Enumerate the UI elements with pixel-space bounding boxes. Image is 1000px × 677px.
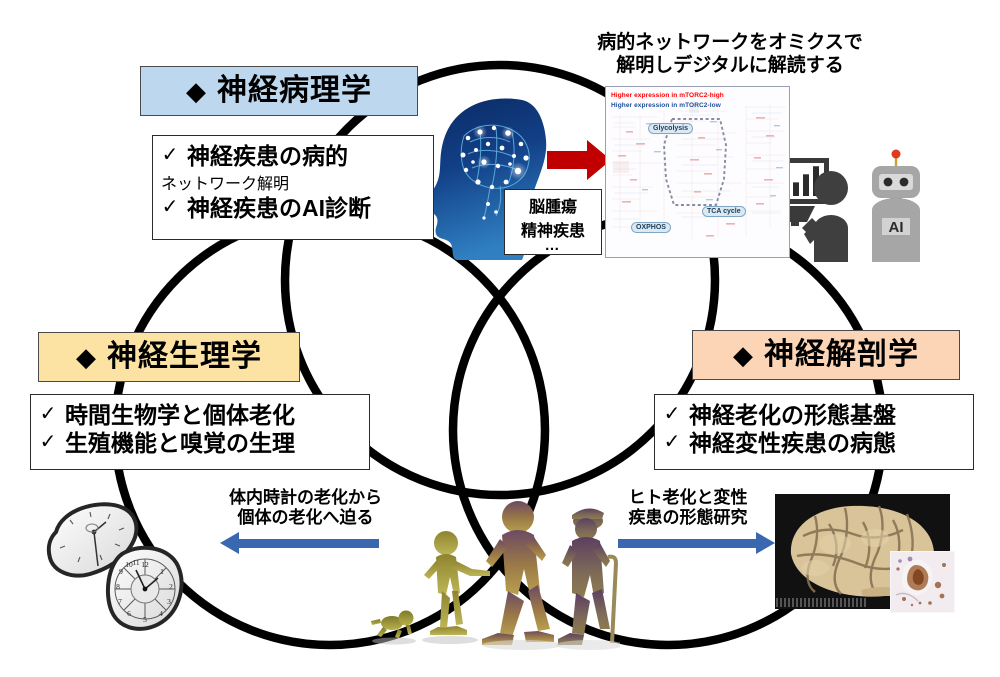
disease-line1: 脳腫瘍 [528, 198, 577, 216]
list-item: ✓ 時間生物学と個体老化 [39, 401, 359, 429]
bottom-left-line1: 体内時計の老化から [229, 488, 382, 507]
svg-text:9: 9 [119, 567, 123, 576]
svg-text:1: 1 [160, 567, 164, 576]
list-item: ✓ 神経老化の形態基盤 [663, 401, 963, 429]
pathology-item-2-line1: 神経疾患のAI診断 [187, 195, 371, 222]
svg-text:2: 2 [169, 582, 173, 591]
list-item: ✓ 神経疾患のAI診断 [161, 194, 423, 222]
svg-text:6: 6 [127, 609, 131, 618]
robot-antenna-light [891, 149, 901, 159]
diamond-icon-pathology: ◆ [186, 76, 207, 106]
check-icon: ✓ [663, 403, 681, 425]
aging-silhouettes-icon [350, 495, 624, 655]
top-caption-line1: 病的ネットワークをオミクスで [597, 32, 863, 53]
svg-text:5: 5 [143, 615, 147, 624]
check-icon: ✓ [663, 431, 681, 454]
anatomy-title-box[interactable]: ◆ 神経解剖学 [692, 330, 960, 380]
anatomy-item-1: 神経老化の形態基盤 [689, 402, 896, 428]
blue-left-arrow-icon [220, 532, 379, 554]
bottom-right-line1: ヒト老化と変性 [628, 488, 748, 507]
svg-text:4: 4 [159, 609, 163, 618]
check-icon: ✓ [39, 403, 57, 425]
diamond-icon-anatomy: ◆ [733, 340, 754, 370]
svg-text:3: 3 [167, 597, 171, 606]
omics-pathway-panel: Higher expression in mTORC2-high Higher … [605, 86, 790, 258]
pathway-node-glycolysis: Glycolysis [648, 123, 694, 134]
check-icon: ✓ [39, 431, 57, 454]
physiology-list-box: ✓ 時間生物学と個体老化 ✓ 生殖機能と嗅覚の生理 [30, 394, 370, 470]
physiology-item-2: 生殖機能と嗅覚の生理 [65, 430, 295, 457]
top-caption: 病的ネットワークをオミクスで 解明しデジタルに解読する [565, 32, 895, 78]
pathway-legend-low: Higher expression in mTORC2-low [611, 102, 721, 109]
ai-robot-icon: AI [860, 148, 932, 262]
physiology-title-box[interactable]: ◆ 神経生理学 [38, 332, 300, 382]
svg-text:11: 11 [132, 558, 139, 567]
pathology-list-box: ✓ 神経疾患の病的 ネットワーク解明 ✓ 神経疾患のAI診断 [152, 135, 434, 240]
svg-text:8: 8 [116, 582, 120, 591]
disease-callout: 脳腫瘍 精神疾患 … [504, 189, 602, 255]
physiology-title: 神経生理学 [107, 340, 262, 373]
list-item: ✓ 生殖機能と嗅覚の生理 [39, 429, 359, 457]
neuropathology-histology-inset [889, 550, 956, 614]
pathway-legend-high: Higher expression in mTORC2-high [611, 92, 724, 99]
anatomy-item-2: 神経変性疾患の病態 [689, 430, 896, 457]
presenter-person-icon [800, 166, 856, 262]
svg-text:12: 12 [141, 560, 149, 569]
physiology-item-1: 時間生物学と個体老化 [65, 402, 295, 428]
robot-ai-label: AI [889, 219, 904, 236]
pathway-node-oxphos: OXPHOS [631, 222, 671, 233]
pathology-item-1-line1: 神経疾患の病的 [187, 143, 348, 169]
top-caption-line2: 解明しデジタルに解読する [616, 54, 844, 76]
bottom-left-caption: 体内時計の老化から 個体の老化へ迫る [218, 488, 393, 529]
check-icon: ✓ [161, 144, 179, 166]
bottom-left-line2: 個体の老化へ迫る [237, 508, 374, 528]
check-icon: ✓ [161, 196, 179, 219]
pathway-node-tca-cycle: TCA cycle [702, 206, 746, 217]
pathology-item-1-line2: ネットワーク解明 [161, 176, 290, 194]
svg-text:7: 7 [118, 597, 122, 606]
anatomy-title: 神経解剖学 [764, 338, 919, 371]
diamond-icon-physiology: ◆ [76, 342, 97, 372]
bottom-right-line2: 疾患の形態研究 [628, 508, 748, 528]
list-item: ✓ 神経疾患の病的 [161, 142, 423, 170]
pathology-title-box[interactable]: ◆ 神経病理学 [140, 66, 418, 116]
red-right-arrow-icon [545, 138, 613, 182]
bottom-right-caption: ヒト老化と変性 疾患の形態研究 [608, 488, 768, 529]
disease-line3: … [544, 236, 562, 254]
pathology-title: 神経病理学 [217, 74, 372, 107]
anatomy-list-box: ✓ 神経老化の形態基盤 ✓ 神経変性疾患の病態 [654, 394, 974, 470]
svg-text:10: 10 [125, 560, 133, 569]
list-item: ✓ 神経変性疾患の病態 [663, 429, 963, 457]
blue-right-arrow-icon [618, 532, 775, 554]
